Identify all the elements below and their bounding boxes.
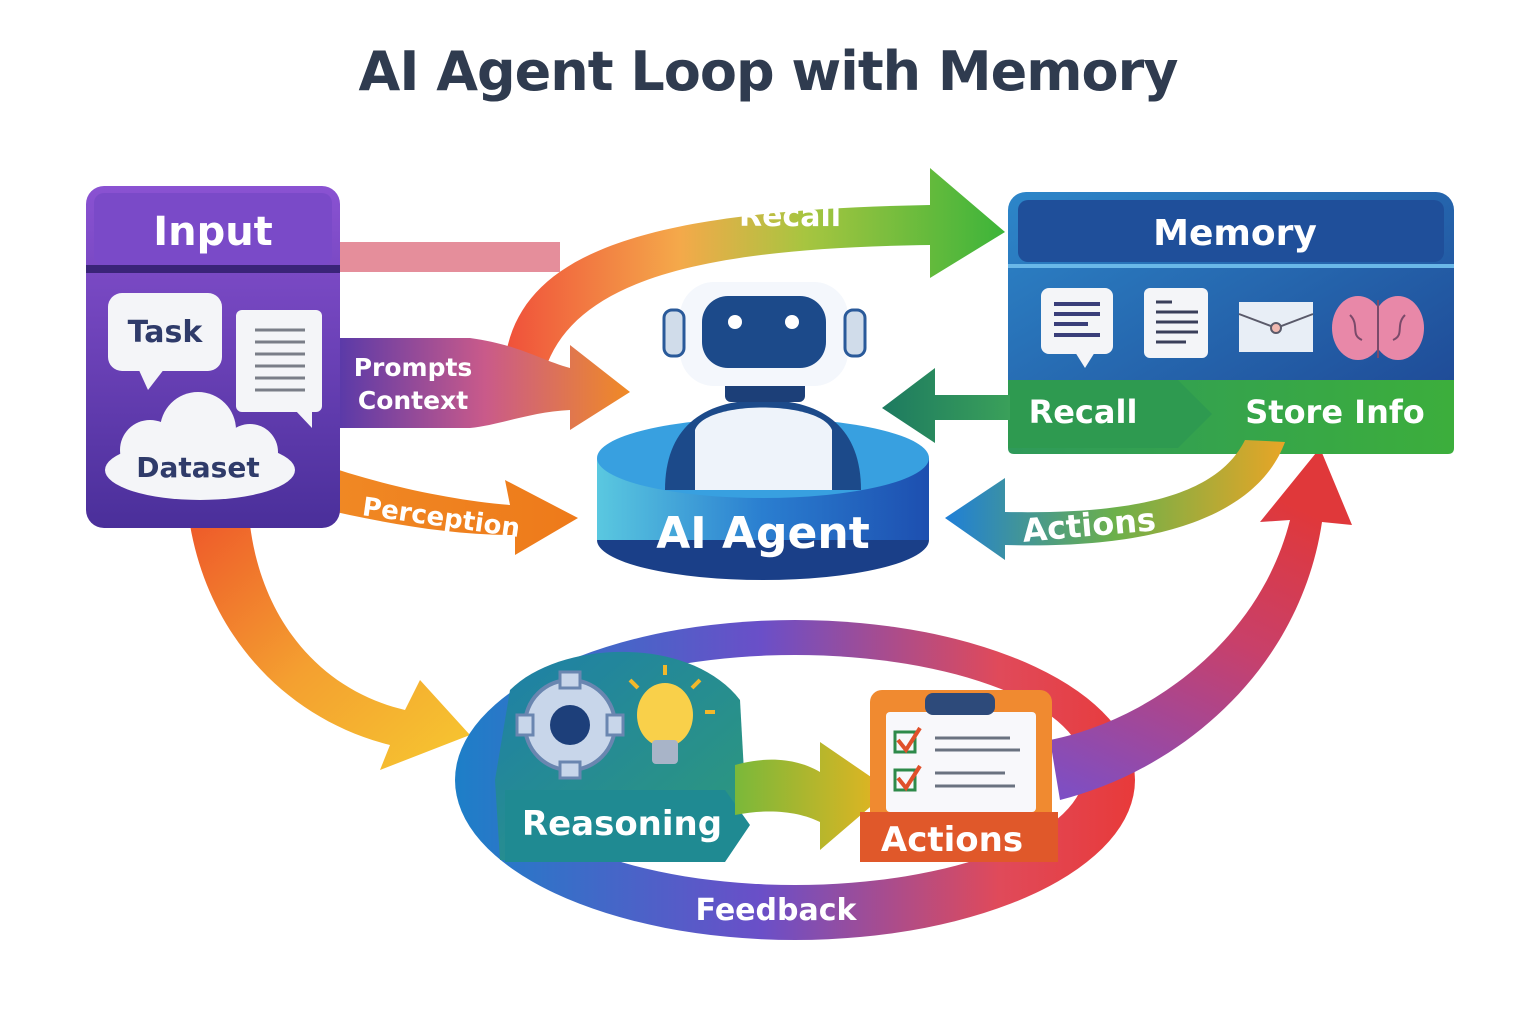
gear-icon — [515, 670, 625, 780]
flow-arrow-perception: Perception — [305, 462, 578, 555]
dataset-label: Dataset — [136, 451, 259, 484]
prompts-label: Prompts — [354, 353, 473, 382]
ai-agent-node: AI Agent — [597, 282, 929, 580]
input-panel: Input Task — [86, 186, 340, 528]
flow-arrow-input-to-reasoning — [190, 525, 470, 770]
dataset-cloud-icon: Dataset — [105, 392, 295, 500]
context-label: Context — [358, 386, 468, 415]
ai-agent-label: AI Agent — [656, 508, 870, 559]
flow-arrow-actions-to-agent: Actions — [945, 440, 1285, 560]
memory-recall-label: Recall — [1029, 393, 1138, 431]
actions-node-label: Actions — [881, 820, 1023, 860]
memory-panel: Memory — [1008, 192, 1454, 454]
input-title: Input — [153, 209, 273, 255]
recall-top-label: Recall — [739, 199, 841, 234]
brain-icon — [1332, 296, 1424, 360]
flow-arrow-loop-to-memory — [1050, 448, 1352, 800]
document-note-icon — [1144, 288, 1208, 358]
chat-note-icon — [1041, 288, 1113, 368]
store-info-label: Store Info — [1245, 393, 1425, 431]
page-title: AI Agent Loop with Memory — [358, 40, 1179, 103]
flow-arrow-recall-top: Recall — [505, 168, 1005, 370]
input-link-band — [340, 242, 560, 272]
clipboard-icon — [886, 693, 1036, 812]
reasoning-label: Reasoning — [522, 804, 722, 844]
robot-icon — [662, 282, 867, 490]
feedback-label: Feedback — [696, 893, 858, 928]
task-speech-bubble-icon: Task — [108, 293, 222, 390]
actions-node: Actions — [860, 690, 1058, 862]
lightbulb-icon — [628, 665, 715, 764]
actions-flow-label: Actions — [1021, 500, 1158, 550]
flow-arrow-prompts-context: Prompts Context — [340, 338, 630, 430]
envelope-icon — [1238, 302, 1314, 352]
reasoning-node: Reasoning — [495, 651, 750, 862]
task-label: Task — [128, 315, 204, 350]
document-icon — [236, 310, 322, 428]
flow-arrow-reasoning-to-actions — [735, 742, 890, 850]
flow-arrow-memory-to-agent — [882, 368, 1010, 443]
memory-title: Memory — [1153, 213, 1317, 254]
